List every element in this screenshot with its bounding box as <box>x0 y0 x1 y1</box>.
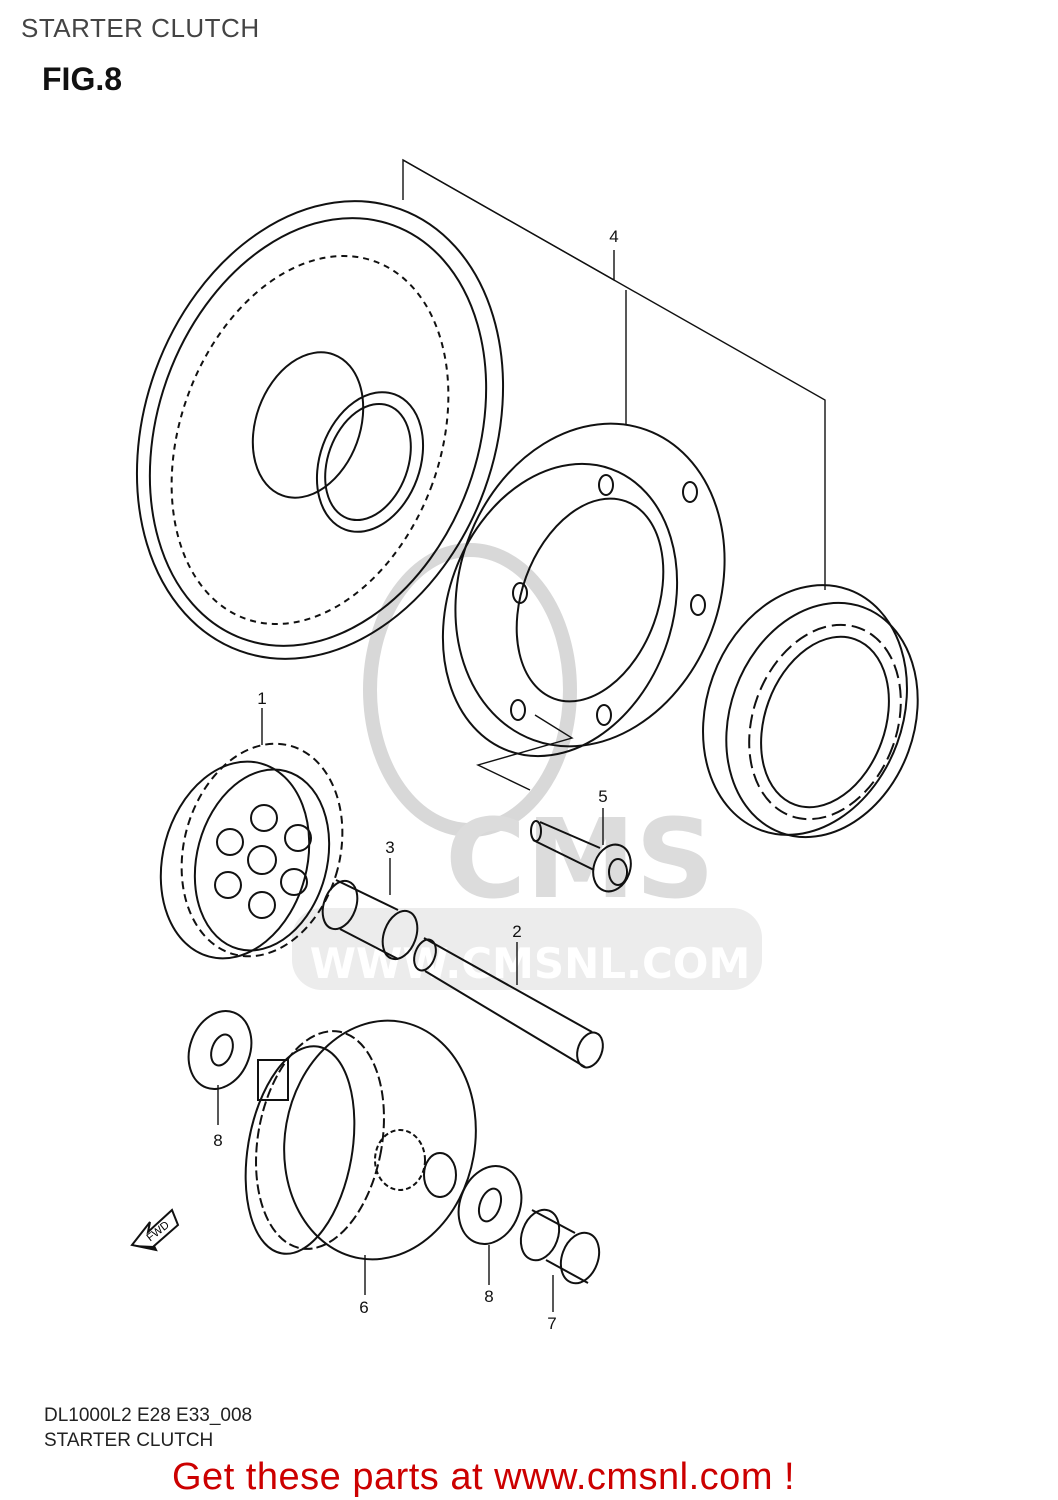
washer <box>457 1165 523 1245</box>
starter-clutch-assembly <box>244 1019 477 1261</box>
part-label-8: 8 <box>213 1131 222 1150</box>
bushing <box>321 879 419 961</box>
leader-lines <box>217 158 826 1312</box>
promo-link[interactable]: Get these parts at www.cmsnl.com ! <box>172 1456 796 1498</box>
part-label-3: 3 <box>385 838 394 857</box>
svg-text:CMS: CMS <box>445 795 714 923</box>
page-title: STARTER CLUTCH <box>21 13 260 43</box>
bushing <box>519 1208 601 1285</box>
part-label-7: 7 <box>547 1314 556 1333</box>
starter-driven-gear <box>135 200 505 660</box>
shaft <box>413 937 604 1069</box>
diagram-code: DL1000L2 E28 E33_008 <box>44 1405 253 1426</box>
one-way-clutch-housing <box>441 422 726 758</box>
part-label-2: 2 <box>512 922 521 941</box>
bolt <box>530 820 632 893</box>
part-label-4: 4 <box>609 227 618 246</box>
figure-number: FIG.8 <box>42 61 123 97</box>
watermark-logo: CMS WWW.CMSNL.COM <box>292 543 762 990</box>
one-way-clutch-bearing <box>702 584 919 839</box>
part-label-6: 6 <box>359 1298 368 1317</box>
part-label-5: 5 <box>598 787 607 806</box>
forward-arrow-icon: FWD <box>130 1208 180 1252</box>
part-label-1: 1 <box>257 689 266 708</box>
starter-idle-gear <box>159 742 344 960</box>
part-label-8: 8 <box>484 1287 493 1306</box>
washer <box>187 1010 253 1090</box>
diagram-caption: STARTER CLUTCH <box>44 1430 214 1451</box>
svg-text:WWW.CMSNL.COM: WWW.CMSNL.COM <box>310 939 751 988</box>
